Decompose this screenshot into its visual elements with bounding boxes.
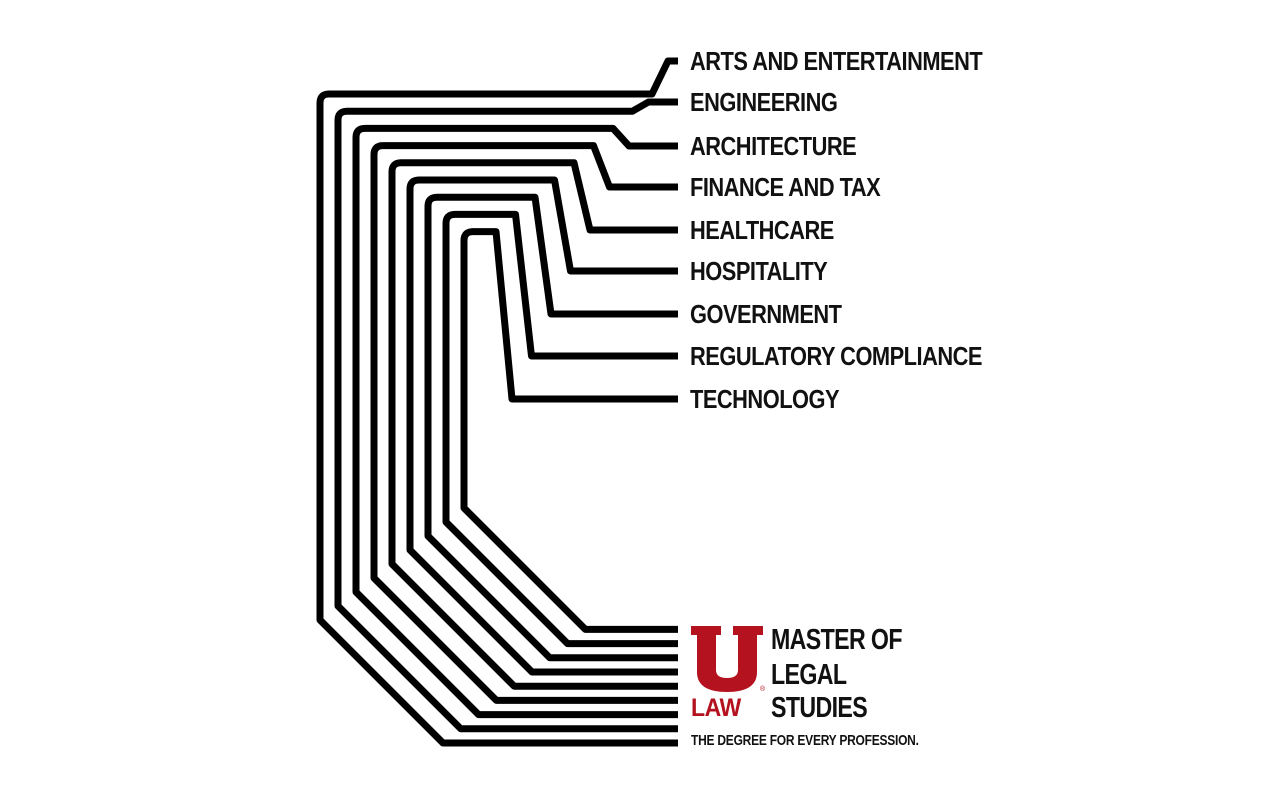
circuit-line-8 — [442, 210, 678, 648]
law-wordmark: LAW — [691, 694, 741, 722]
profession-label-hospitality: HOSPITALITY — [690, 256, 828, 286]
circuit-line-1 — [316, 57, 678, 747]
profession-label-finance: FINANCE AND TAX — [690, 172, 881, 202]
profession-label-technology: TECHNOLOGY — [690, 384, 840, 414]
circuit-line-3 — [352, 124, 678, 719]
circuit-line-6 — [406, 176, 678, 676]
program-title-line-3: STUDIES — [771, 692, 868, 724]
profession-label-government: GOVERNMENT — [690, 299, 842, 329]
profession-label-engineering: ENGINEERING — [690, 87, 838, 117]
tagline: THE DEGREE FOR EVERY PROFESSION. — [691, 732, 919, 749]
profession-label-arts: ARTS AND ENTERTAINMENT — [690, 46, 983, 76]
circuit-line-2 — [334, 98, 678, 733]
program-title-line-1: MASTER OF — [771, 624, 903, 656]
circuit-line-9 — [460, 228, 678, 633]
program-title-line-2: LEGAL — [771, 659, 847, 691]
circuit-line-7 — [424, 193, 678, 662]
circuit-line-5 — [388, 159, 678, 690]
university-u-logo-icon — [691, 626, 763, 692]
registered-mark: ® — [760, 686, 766, 693]
profession-label-regulatory: REGULATORY COMPLIANCE — [690, 341, 982, 371]
circuit-line-4 — [370, 142, 678, 704]
profession-label-architecture: ARCHITECTURE — [690, 131, 857, 161]
profession-label-healthcare: HEALTHCARE — [690, 215, 834, 245]
